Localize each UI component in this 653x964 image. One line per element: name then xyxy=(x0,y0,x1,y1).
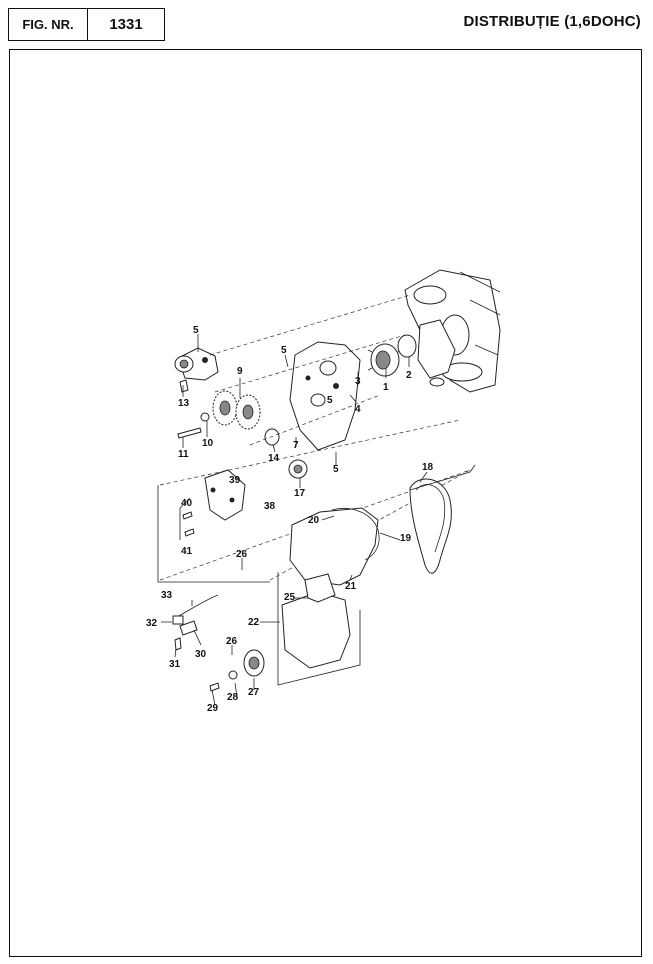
callout-22: 22 xyxy=(248,617,260,628)
callout-21: 21 xyxy=(345,581,357,592)
part-12-tensioner xyxy=(174,347,219,381)
part-4-front-housing xyxy=(289,341,361,451)
figure-number-label: FIG. NR. xyxy=(9,9,88,40)
part-1-crank-gear xyxy=(367,343,403,377)
callout-4: 4 xyxy=(355,404,361,415)
part-31-bolt xyxy=(174,637,182,651)
callout-14: 14 xyxy=(268,453,280,464)
callout-13: 13 xyxy=(178,398,190,409)
callout-17: 17 xyxy=(294,488,306,499)
callout-30: 30 xyxy=(195,649,207,660)
callout-3: 3 xyxy=(355,376,361,387)
figure-number-value: 1331 xyxy=(109,16,143,33)
callout-26b: 26 xyxy=(226,636,238,647)
callout-26a: 26 xyxy=(236,549,248,560)
part-41-bolt xyxy=(184,528,195,537)
figure-number-box: FIG. NR. 1331 xyxy=(8,8,165,41)
part-13-bolt xyxy=(179,379,189,393)
part-19-upper-cover xyxy=(289,507,380,586)
part-14-roller xyxy=(264,428,280,446)
part-9-cam-gears xyxy=(212,390,261,430)
callout-40: 40 xyxy=(181,498,193,509)
callout-5a: 5 xyxy=(281,345,287,356)
part-22-lower-cover xyxy=(281,573,351,669)
callout-27: 27 xyxy=(248,687,260,698)
callout-7: 7 xyxy=(293,440,299,451)
part-29-bolt xyxy=(209,682,220,692)
callout-29: 29 xyxy=(207,703,219,714)
part-11-bolt xyxy=(177,427,202,439)
callout-9: 9 xyxy=(237,366,243,377)
part-28-washer xyxy=(228,670,238,680)
part-33-sensor-cable xyxy=(172,594,219,625)
callout-41: 41 xyxy=(181,546,193,557)
callout-20: 20 xyxy=(308,515,320,526)
callout-5c: 5 xyxy=(333,464,339,475)
callout-10: 10 xyxy=(202,438,214,449)
part-30-sensor xyxy=(179,620,198,636)
part-2-oring xyxy=(397,334,417,358)
callout-1: 1 xyxy=(383,382,389,393)
callout-38: 38 xyxy=(264,501,276,512)
callout-28: 28 xyxy=(227,692,239,703)
callout-18: 18 xyxy=(422,462,434,473)
part-10-washer xyxy=(200,412,210,422)
callout-11: 11 xyxy=(178,449,189,460)
diagram-frame xyxy=(9,49,642,957)
page-title: DISTRIBUȚIE (1,6DOHC) xyxy=(463,13,641,30)
callout-39: 39 xyxy=(229,475,241,486)
callout-2: 2 xyxy=(406,370,412,381)
callout-25: 25 xyxy=(284,592,296,603)
part-18-timing-belt xyxy=(409,478,452,574)
part-39-bracket xyxy=(204,469,246,521)
callout-31: 31 xyxy=(169,659,181,670)
callout-12: 5 xyxy=(193,325,199,336)
callout-32: 32 xyxy=(146,618,158,629)
engine-block xyxy=(404,269,501,393)
callout-19: 19 xyxy=(400,533,412,544)
part-40-bolt xyxy=(182,511,193,520)
callout-5b: 5 xyxy=(327,395,333,406)
callout-33: 33 xyxy=(161,590,173,601)
